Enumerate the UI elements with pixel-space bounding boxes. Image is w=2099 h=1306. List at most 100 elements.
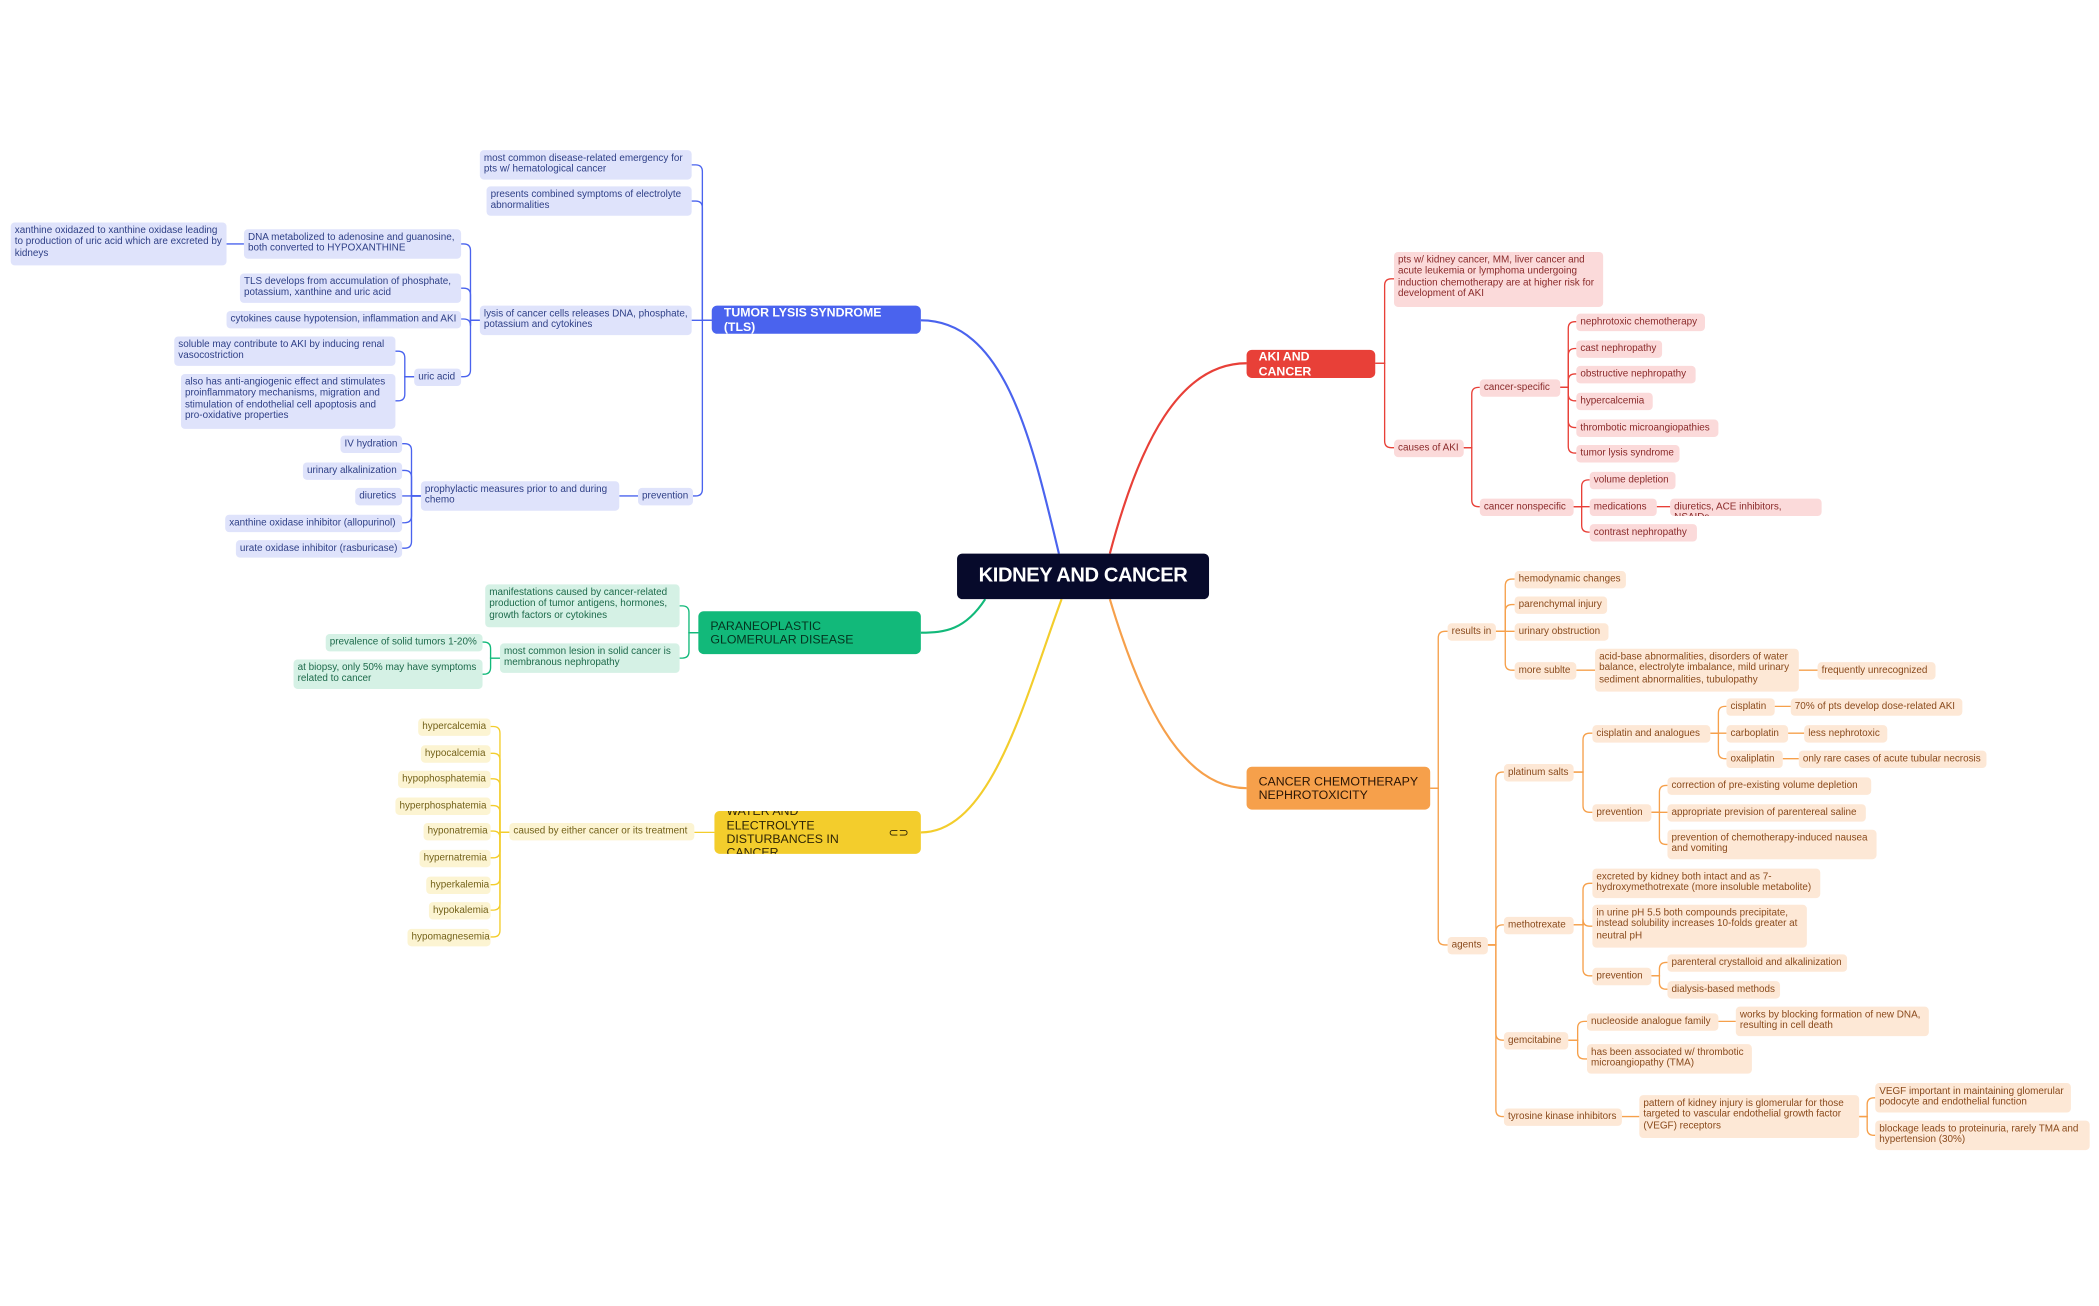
- topic-tls[interactable]: TUMOR LYSIS SYNDROME (TLS): [711, 305, 921, 334]
- ccn-tki[interactable]: tyrosine kinase inhibitors: [1503, 1108, 1622, 1126]
- ccn-carboplatin-note[interactable]: less nephrotoxic: [1804, 725, 1888, 743]
- aki-cancer-specific[interactable]: cancer-specific: [1479, 379, 1561, 397]
- connector: [1573, 479, 1590, 508]
- wed-caused[interactable]: caused by either cancer or its treatment: [509, 823, 695, 841]
- wed-item[interactable]: hypercalcemia: [418, 718, 491, 736]
- tls-measure[interactable]: IV hydration: [340, 435, 403, 454]
- wed-item[interactable]: hypocalcemia: [420, 745, 491, 763]
- ccn-results-in[interactable]: results in: [1447, 623, 1496, 641]
- ccn-tki-pattern[interactable]: pattern of kidney injury is glomerular f…: [1639, 1095, 1860, 1138]
- ccn-blockage[interactable]: blockage leads to proteinuria, rarely TM…: [1875, 1120, 2090, 1151]
- aki-contrast[interactable]: contrast nephropathy: [1589, 524, 1697, 542]
- connector: [402, 443, 421, 497]
- ccn-result[interactable]: hemodynamic changes: [1514, 571, 1626, 589]
- ccn-more-subtle[interactable]: more sublte: [1514, 662, 1577, 680]
- connector: [1375, 278, 1395, 364]
- ccn-unrecognized[interactable]: frequently unrecognized: [1817, 662, 1936, 680]
- ccn-cisplatin-analogues[interactable]: cisplatin and analogues: [1592, 725, 1711, 743]
- ccn-oxaliplatin[interactable]: oxaliplatin: [1726, 750, 1783, 769]
- tls-measure[interactable]: urate oxidase inhibitor (rasburicase): [235, 540, 403, 558]
- wed-item[interactable]: hypernatremia: [419, 849, 491, 868]
- wed-item[interactable]: hyperkalemia: [426, 876, 491, 895]
- ccn-agents[interactable]: agents: [1447, 936, 1488, 955]
- pgd-biopsy[interactable]: at biopsy, only 50% may have symptoms re…: [293, 659, 483, 689]
- wed-item[interactable]: hypomagnesemia: [407, 928, 491, 947]
- aki-volume-depletion[interactable]: volume depletion: [1589, 471, 1676, 490]
- ccn-oxaliplatin-note[interactable]: only rare cases of acute tubular necrosi…: [1798, 750, 1987, 769]
- ccn-platinum-prevention-item[interactable]: prevention of chemotherapy-induced nause…: [1667, 829, 1877, 860]
- tls-develops[interactable]: TLS develops from accumulation of phosph…: [239, 273, 462, 303]
- wed-item[interactable]: hyperphosphatemia: [395, 797, 491, 815]
- tls-angiogenic[interactable]: also has anti-angiogenic effect and stim…: [180, 373, 396, 429]
- ccn-mtx-excreted[interactable]: excreted by kidney both intact and as 7-…: [1592, 868, 1821, 899]
- connector: [1573, 919, 1593, 927]
- aki-specific-item[interactable]: hypercalcemia: [1576, 392, 1653, 411]
- ccn-platinum-prevention-item[interactable]: correction of pre-existing volume deplet…: [1667, 777, 1872, 795]
- tls-soluble[interactable]: soluble may contribute to AKI by inducin…: [174, 336, 396, 366]
- aki-med-list[interactable]: diuretics, ACE inhibitors, NSAIDs: [1670, 498, 1822, 517]
- topic-paraneoplastic-glomerular-disease[interactable]: PARANEOPLASTIC GLOMERULAR DISEASE: [698, 611, 921, 655]
- ccn-nucleoside-note[interactable]: works by blocking formation of new DNA, …: [1735, 1006, 1929, 1037]
- ccn-carboplatin[interactable]: carboplatin: [1726, 725, 1789, 743]
- ccn-subtle-detail[interactable]: acid-base abnormalities, disorders of wa…: [1595, 648, 1799, 692]
- aki-risk[interactable]: pts w/ kidney cancer, MM, liver cancer a…: [1394, 251, 1604, 307]
- aki-specific-item[interactable]: thrombotic microangiopathies: [1576, 419, 1719, 437]
- connector: [395, 375, 415, 402]
- tls-prophylactic[interactable]: prophylactic measures prior to and durin…: [420, 481, 620, 511]
- ccn-platinum-prevention[interactable]: prevention: [1592, 804, 1652, 822]
- ccn-mtx-prevention-item[interactable]: dialysis-based methods: [1667, 981, 1781, 999]
- ccn-gemcitabine[interactable]: gemcitabine: [1503, 1032, 1569, 1050]
- tls-dna[interactable]: DNA metabolized to adenosine and guanosi…: [243, 229, 462, 259]
- ccn-platinum-salts[interactable]: platinum salts: [1503, 764, 1574, 782]
- connector: [402, 495, 421, 549]
- ccn-cisplatin-note[interactable]: 70% of pts develop dose-related AKI: [1790, 698, 1963, 716]
- aki-medications[interactable]: medications: [1589, 498, 1657, 517]
- pgd-manifestations[interactable]: manifestations caused by cancer-related …: [485, 584, 680, 628]
- connector: [679, 605, 699, 634]
- ccn-nucleoside[interactable]: nucleoside analogue family: [1587, 1013, 1719, 1031]
- connector: [490, 725, 510, 834]
- topic-water-electrolyte-disturbances[interactable]: WATER AND ELECTROLYTE DISTURBANCES IN CA…: [714, 810, 921, 854]
- ccn-methotrexate[interactable]: methotrexate: [1503, 916, 1574, 935]
- topic-cancer-chemotherapy-nephrotoxicity[interactable]: CANCER CHEMOTHERAPY NEPHROTOXICITY: [1246, 766, 1431, 810]
- tls-combined[interactable]: presents combined symptoms of electrolyt…: [486, 186, 692, 216]
- tls-emergency[interactable]: most common disease-related emergency fo…: [479, 150, 692, 180]
- tls-uric-acid[interactable]: uric acid: [414, 368, 462, 387]
- ccn-mtx-prevention[interactable]: prevention: [1592, 967, 1652, 986]
- pgd-lesion[interactable]: most common lesion in solid cancer is me…: [499, 643, 680, 673]
- ccn-result[interactable]: urinary obstruction: [1514, 623, 1609, 641]
- aki-cancer-nonspecific[interactable]: cancer nonspecific: [1479, 498, 1574, 517]
- ccn-mtx-ph[interactable]: in urine pH 5.5 both compounds precipita…: [1592, 904, 1807, 948]
- wed-item[interactable]: hyponatremia: [423, 823, 491, 841]
- tls-measure[interactable]: xanthine oxidase inhibitor (allopurinol): [225, 514, 403, 533]
- connector: [490, 752, 510, 834]
- ccn-result[interactable]: parenchymal injury: [1514, 596, 1608, 614]
- aki-specific-item[interactable]: nephrotoxic chemotherapy: [1576, 313, 1705, 332]
- pgd-prevalence[interactable]: prevalence of solid tumors 1-20%: [325, 634, 483, 652]
- wed-item[interactable]: hypokalemia: [428, 902, 491, 920]
- ccn-mtx-prevention-item[interactable]: parenteral crystalloid and alkalinizatio…: [1667, 954, 1848, 972]
- tls-measure[interactable]: urinary alkalinization: [302, 462, 403, 480]
- tls-prevention[interactable]: prevention: [638, 487, 693, 506]
- aki-specific-item[interactable]: cast nephropathy: [1576, 340, 1663, 358]
- tls-xanthine[interactable]: xanthine oxidazed to xanthine oxidase le…: [10, 222, 227, 266]
- root-topic[interactable]: KIDNEY AND CANCER: [957, 553, 1210, 600]
- ccn-tma[interactable]: has been associated w/ thrombotic microa…: [1587, 1044, 1752, 1074]
- ccn-cisplatin[interactable]: cisplatin: [1726, 698, 1775, 716]
- ccn-platinum-prevention-item[interactable]: appropriate prevision of parentereal sal…: [1667, 804, 1866, 822]
- link-icon[interactable]: ⊂⊃: [888, 825, 909, 839]
- tls-lysis[interactable]: lysis of cancer cells releases DNA, phos…: [479, 305, 692, 336]
- wed-item[interactable]: hypophosphatemia: [398, 770, 491, 789]
- connector: [1108, 598, 1247, 790]
- connector: [490, 804, 510, 834]
- connector: [1375, 362, 1395, 449]
- aki-causes[interactable]: causes of AKI: [1394, 439, 1464, 458]
- aki-specific-item[interactable]: obstructive nephropathy: [1576, 365, 1696, 384]
- connector: [461, 243, 480, 322]
- tls-cytokines[interactable]: cytokines cause hypotension, inflammatio…: [226, 310, 462, 329]
- aki-specific-item[interactable]: tumor lysis syndrome: [1576, 445, 1680, 463]
- topic-aki-and-cancer[interactable]: AKI AND CANCER: [1246, 349, 1376, 378]
- ccn-vegf[interactable]: VEGF important in maintaining glomerular…: [1875, 1083, 2071, 1113]
- tls-measure[interactable]: diuretics: [355, 487, 403, 506]
